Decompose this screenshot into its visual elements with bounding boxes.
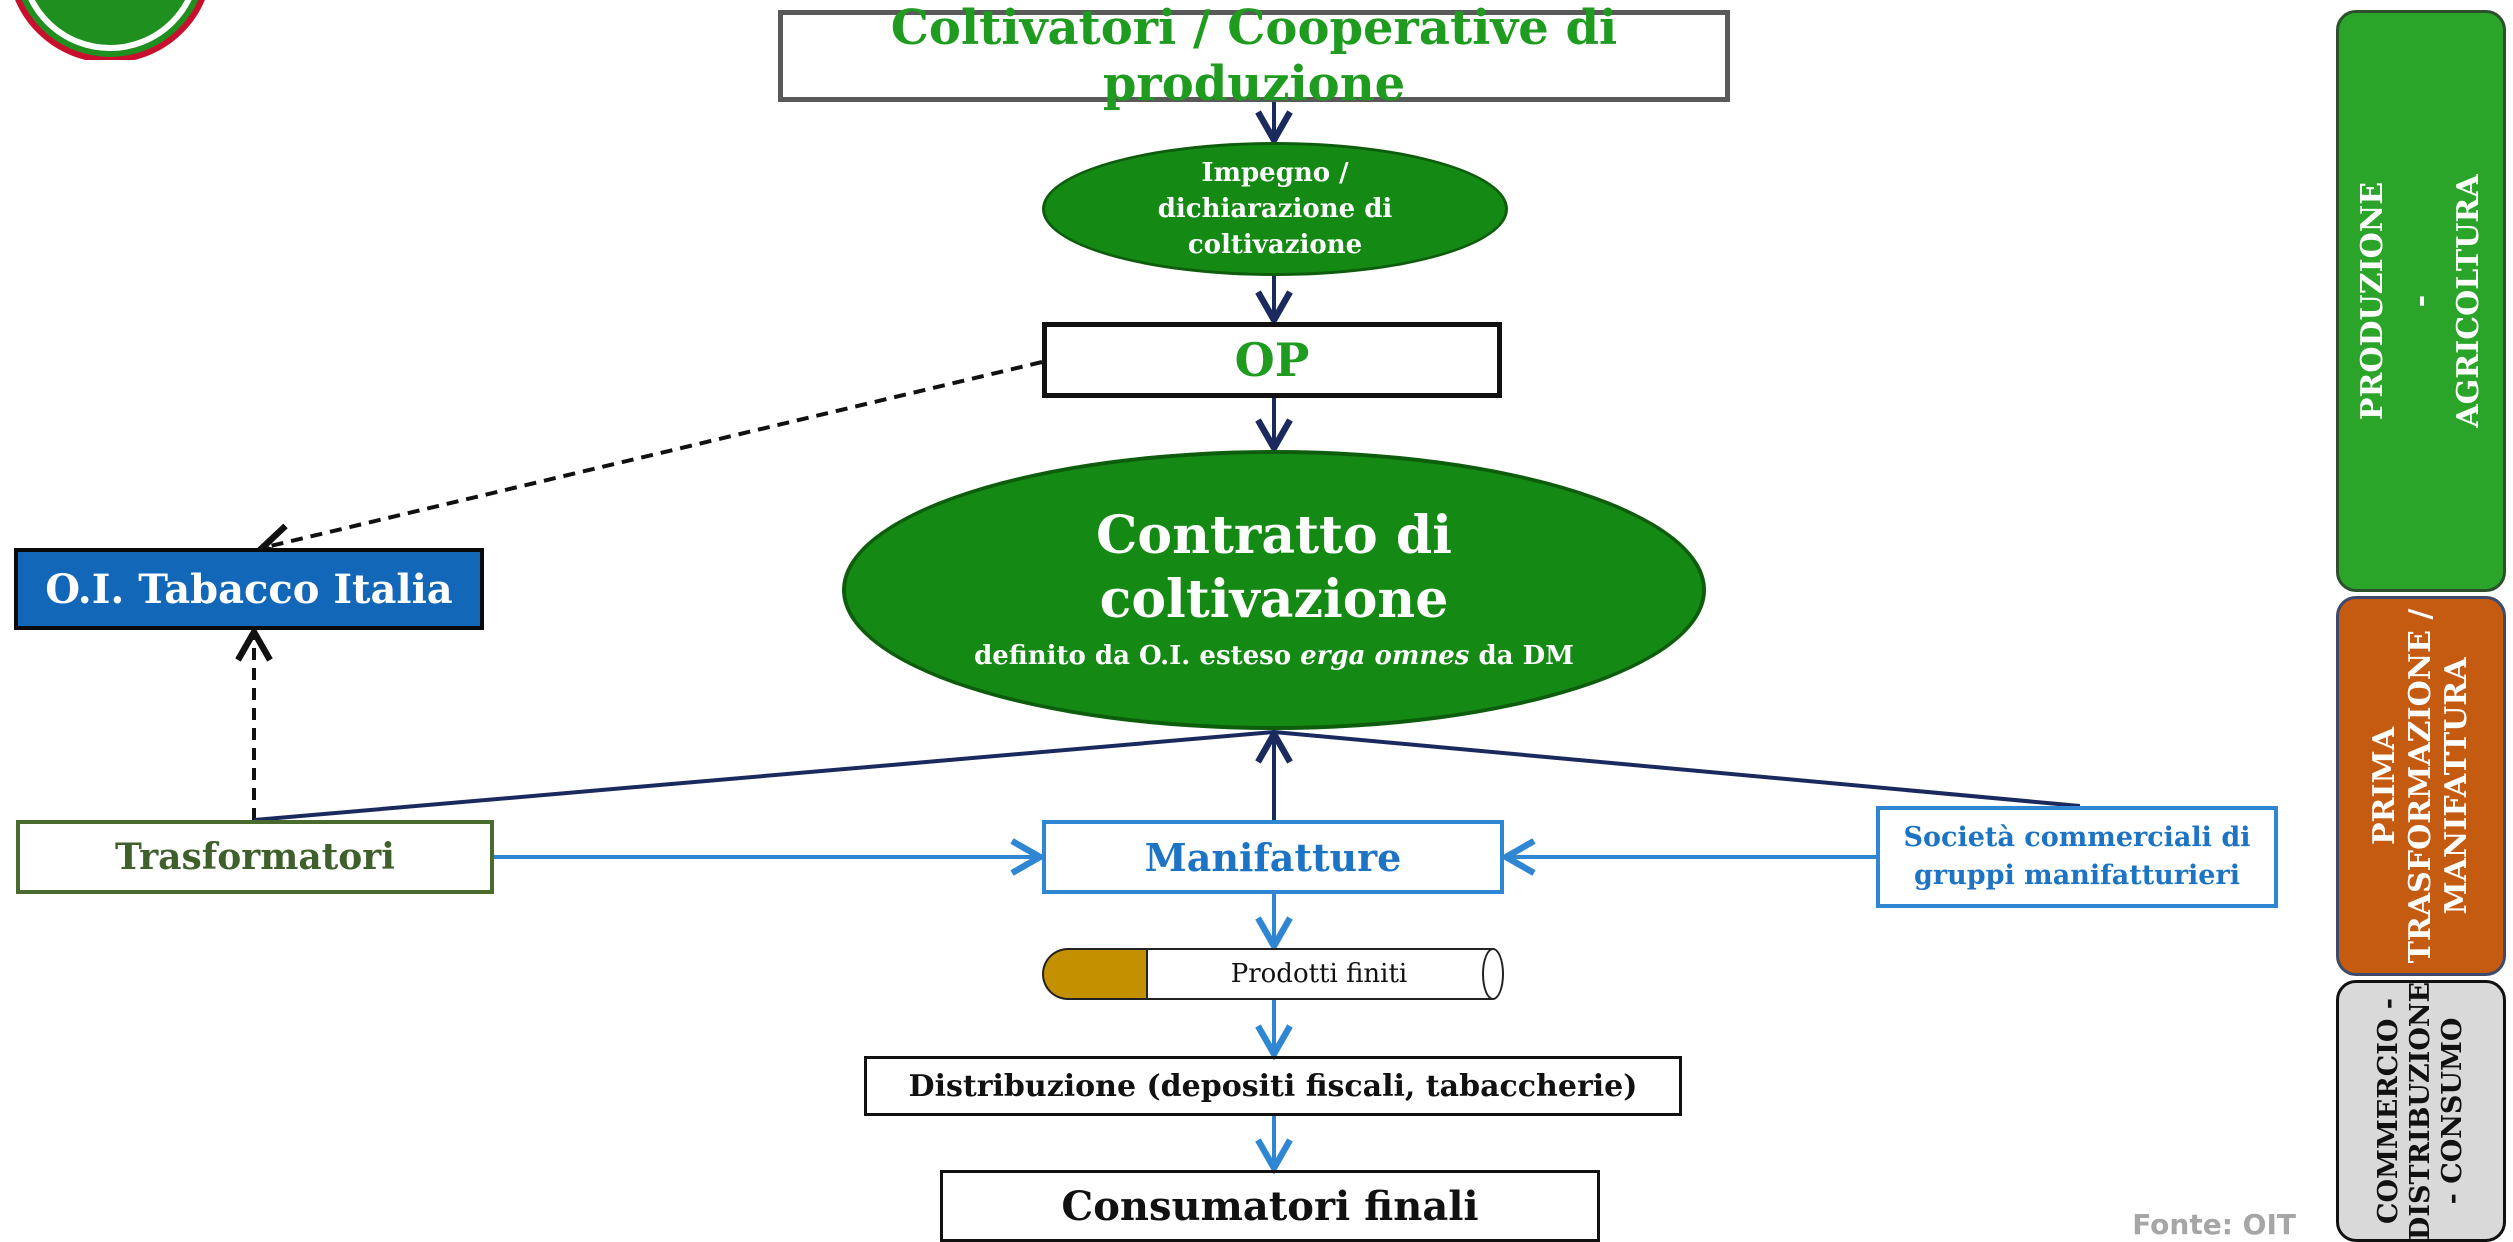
side-trasformazione: PRIMA TRASFORMAZIONE / MANIFATTURA <box>2336 596 2506 976</box>
contratto-subtitle: definito da O.I. esteso erga omnes da DM <box>974 636 1574 676</box>
dashed-op-to-oi <box>255 360 1043 561</box>
distribuzione-box: Distribuzione (depositi fiscali, tabacch… <box>864 1056 1682 1116</box>
side-produzione: PRODUZIONE - AGRICOLTURA <box>2336 10 2506 592</box>
cigarette-filter <box>1042 948 1146 1000</box>
trasformatori-box: Trasformatori <box>16 820 494 894</box>
side-commercio: COMMERCIO - DISTRIBUZIONE - CONSUMO <box>2336 980 2506 1242</box>
societa-commerciali-box: Società commerciali di gruppi manifattur… <box>1876 806 2278 908</box>
cigarette-end <box>1482 948 1504 1000</box>
coltivatori-box: Coltivatori / Cooperative di produzione <box>778 0 1730 112</box>
impegno-ellipse: Impegno / dichiarazione di coltivazione <box>1042 142 1508 276</box>
prodotti-finiti-label: Prodotti finiti <box>1146 948 1492 1000</box>
side-produzione-label: PRODUZIONE - AGRICOLTURA <box>2355 174 2486 428</box>
line-soc-to-contratto <box>1273 730 2081 808</box>
side-commercio-label: COMMERCIO - DISTRIBUZIONE - CONSUMO <box>2373 981 2468 1241</box>
subtitle-prefix: definito da O.I. esteso <box>974 641 1301 671</box>
line-trasf-to-contratto <box>253 730 1275 822</box>
oi-tabacco-box: O.I. Tabacco Italia <box>14 548 484 630</box>
subtitle-suffix: da DM <box>1469 641 1574 671</box>
manifatture-box: Manifatture <box>1042 820 1504 894</box>
oi-logo <box>0 0 220 60</box>
source-note: Fonte: OIT <box>2132 1208 2296 1241</box>
op-box: OP <box>1042 322 1502 398</box>
consumatori-box: Consumatori finali <box>940 1170 1600 1242</box>
cigarette-graphic: Prodotti finiti <box>1042 948 1504 1000</box>
contratto-title: Contratto di coltivazione <box>1096 505 1452 630</box>
subtitle-italic: erga omnes <box>1300 641 1470 671</box>
contratto-ellipse: Contratto di coltivazione definito da O.… <box>842 450 1706 730</box>
side-trasformazione-label: PRIMA TRASFORMAZIONE / MANIFATTURA <box>2367 608 2474 964</box>
